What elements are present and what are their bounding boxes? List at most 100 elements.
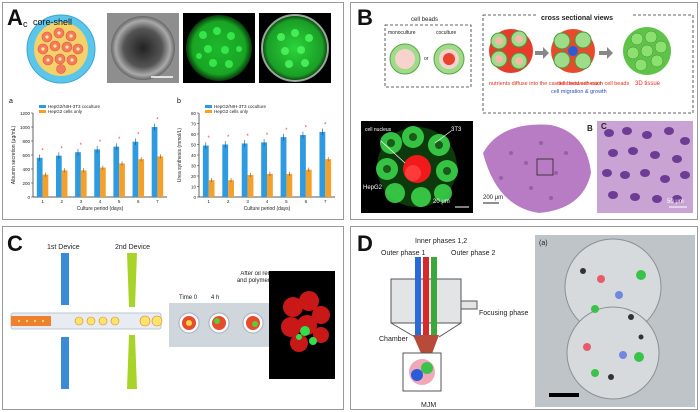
device1-text: 1st Device <box>47 244 80 251</box>
x-tick-label: 3 <box>80 199 83 204</box>
x-axis-label: Culture period (days) <box>77 206 124 212</box>
significance-star: * <box>208 136 211 142</box>
time-lapse-strip <box>169 303 279 347</box>
bar-coculture <box>151 127 158 197</box>
y-tick-label: 50 <box>191 142 197 147</box>
cell-nucleus-text: cell nucleus <box>365 127 392 133</box>
bar-hepg2-only <box>208 180 215 197</box>
y-tick-label: 0 <box>193 195 196 200</box>
bar-coculture <box>241 143 248 197</box>
bar-hepg2-only <box>305 169 312 197</box>
cross-section-text: cross sectional views <box>541 15 613 22</box>
x-tick-label: 1 <box>207 199 210 204</box>
bar-coculture <box>261 142 267 197</box>
significance-star: * <box>99 140 102 146</box>
bar-hepg2-only <box>247 174 254 197</box>
step2b-text: cell migration & growth <box>551 89 607 95</box>
step2a-text: cell bead adhesion <box>557 81 603 87</box>
bar-hepg2-only <box>286 173 293 197</box>
x-tick-label: 7 <box>156 199 159 204</box>
significance-star: * <box>227 135 230 141</box>
panel-c-label: C <box>7 231 23 256</box>
bar-hepg2-only <box>80 170 87 197</box>
panel-b-label: B <box>357 5 373 30</box>
histology-c-label: C <box>601 122 607 131</box>
chamber-text: Chamber <box>379 336 408 343</box>
bar-coculture <box>55 155 62 197</box>
bar-coculture <box>202 145 209 197</box>
confocal-image <box>269 271 335 379</box>
sub-a-label: (a) <box>539 240 548 247</box>
panel-b-graphics: cell beads monoculture coculture or cros… <box>361 12 694 213</box>
y-tick-label: 400 <box>22 167 30 172</box>
x-tick-label: 3 <box>246 199 249 204</box>
legend-hepg2-only: HepG2 cells only <box>48 109 83 114</box>
histology-b-label: B <box>587 124 593 133</box>
significance-star: * <box>305 126 308 132</box>
bar-hepg2-only <box>157 156 164 197</box>
legend-swatch-hepg2 <box>205 110 212 113</box>
bar-hepg2-only <box>119 163 125 197</box>
chart-a-letter: a <box>9 98 13 105</box>
scale-20-text: 20 μm <box>433 199 450 205</box>
step3-text: 3D tissue <box>635 81 661 87</box>
cross-section-step2 <box>551 29 595 73</box>
x-tick-label: 2 <box>60 199 63 204</box>
scale-200-text: 200 μm <box>483 195 503 201</box>
time4-text: 4 h <box>211 295 219 301</box>
panel-d-graphics: Inner phases 1,2 Outer phase 1 Outer pha… <box>379 235 695 409</box>
outer2-text: Outer phase 2 <box>451 250 495 257</box>
fluorescent-coculture-image <box>361 121 473 213</box>
significance-star: * <box>137 132 140 138</box>
significance-star: * <box>80 143 83 149</box>
significance-star: * <box>61 146 64 152</box>
bar-hepg2-only <box>61 170 68 197</box>
device2-text: 2nd Device <box>115 244 150 251</box>
bar-hepg2-only <box>138 159 145 197</box>
y-tick-label: 1000 <box>20 125 31 130</box>
bar-coculture <box>319 131 326 197</box>
x-tick-label: 6 <box>137 199 140 204</box>
bar-coculture <box>36 157 43 197</box>
panel-c: C 1st Device 2nd Device Time 0 4 h <box>2 226 344 410</box>
bar-coculture <box>222 144 229 197</box>
y-tick-label: 0 <box>27 195 30 200</box>
cross-section-step1 <box>489 29 533 73</box>
monoculture-bead <box>389 43 421 75</box>
bar-coculture <box>94 149 100 197</box>
time0-text: Time 0 <box>179 295 198 301</box>
micrograph-fluorescent-1 <box>183 13 255 83</box>
step1-text: nutrients diffuse into the cavities betw… <box>489 81 629 87</box>
micrograph-brightfield <box>107 13 179 83</box>
t3-text: 3T3 <box>451 127 462 133</box>
bar-hepg2-only <box>325 159 332 197</box>
y-axis-label: Albumin secretion (μg/mL) <box>11 125 17 184</box>
bar-coculture <box>113 146 120 197</box>
panel-d-label: D <box>357 231 373 256</box>
inner-phases-text: Inner phases 1,2 <box>415 238 467 245</box>
mjm-text: MJM <box>421 402 436 409</box>
core-shell-diagram <box>26 14 96 84</box>
y-tick-label: 10 <box>191 184 197 189</box>
cell-beads-text: cell beads <box>411 17 438 23</box>
droplet-inset <box>402 352 442 392</box>
mjm-device <box>390 257 478 387</box>
panel-d: D Inner phases 1,2 Outer phase 1 Outer p… <box>350 226 698 410</box>
bar-hepg2-only <box>100 167 106 197</box>
bar-hepg2-only <box>267 173 273 197</box>
legend-swatch-coculture <box>39 105 46 108</box>
y-tick-label: 60 <box>191 132 197 137</box>
cell-beads-box <box>384 24 472 88</box>
x-tick-label: 1 <box>41 199 44 204</box>
after-oil-wrapper: After oil removal and polymerization <box>237 271 287 284</box>
y-tick-label: 80 <box>191 111 197 116</box>
legend-hepg2-only: HepG2 cells only <box>214 109 249 114</box>
y-tick-label: 20 <box>191 174 197 179</box>
legend-coculture: HepG2/NIH-3T3 coculture <box>48 104 101 109</box>
significance-star: * <box>118 137 121 143</box>
y-tick-label: 200 <box>22 181 30 186</box>
y-tick-label: 1200 <box>20 111 31 116</box>
significance-star: * <box>246 134 249 140</box>
y-axis-label: Urea synthesis (mmol/L) <box>177 128 183 183</box>
